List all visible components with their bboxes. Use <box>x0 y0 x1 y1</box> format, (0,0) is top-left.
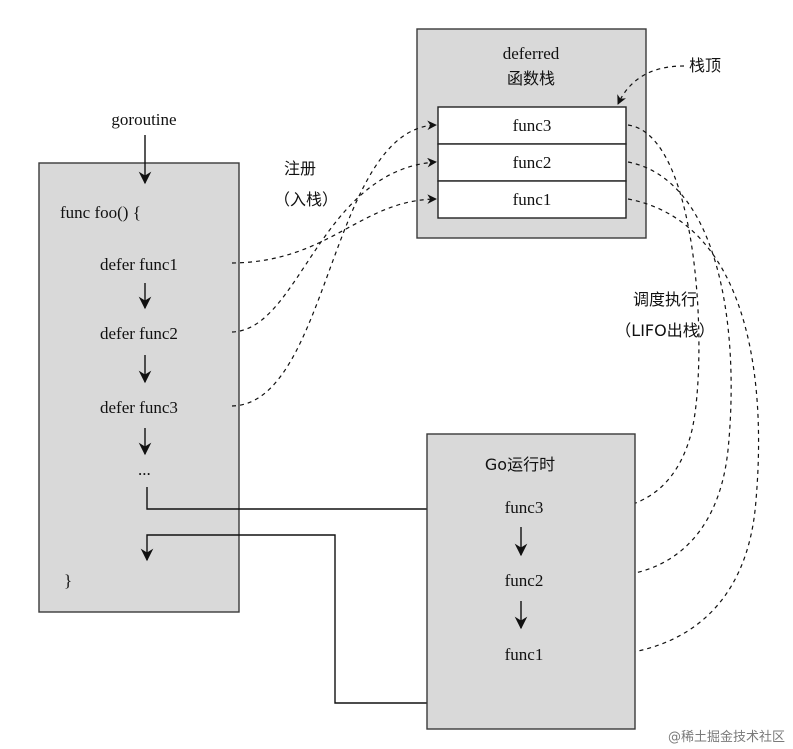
defer-statement-3: defer func3 <box>100 398 178 417</box>
stack-entry-func1 <box>437 180 627 219</box>
closing-brace: } <box>64 571 72 590</box>
stack-title-line1: deferred <box>503 44 560 63</box>
pop-arrow-func1 <box>609 198 760 660</box>
return-to-runtime-arrow <box>146 487 450 516</box>
pop-arrow-func3 <box>609 124 700 513</box>
stack-entry-label-func3: func3 <box>513 116 552 135</box>
watermark-text: @稀土掘金技术社区 <box>668 729 785 745</box>
defer-statement-1: defer func1 <box>100 255 178 274</box>
push-arrow-func3 <box>231 120 437 407</box>
defer-statement-2: defer func2 <box>100 324 178 343</box>
foo-signature: func foo() { <box>60 203 141 222</box>
ellipsis-text: ... <box>138 460 151 479</box>
runtime-call-func3: func3 <box>505 498 544 517</box>
stack-entry-label-func2: func2 <box>513 153 552 172</box>
stack-entry-func3 <box>437 106 627 145</box>
foo-function-box <box>38 162 240 613</box>
stack-entry-label-func1: func1 <box>513 190 552 209</box>
go-runtime-box <box>426 433 636 730</box>
push-arrow-func2 <box>231 157 437 333</box>
execute-label-line1: 调度执行 <box>633 290 697 309</box>
stack-title-line2: 函数栈 <box>507 69 555 88</box>
runtime-call-func1: func1 <box>505 645 544 664</box>
runtime-title: Go运行时 <box>485 455 555 474</box>
pop-arrow-func2 <box>609 161 732 581</box>
stack-top-label: 栈顶 <box>689 56 721 75</box>
register-label-line1: 注册 <box>284 159 316 178</box>
register-label-line2: （入栈） <box>274 190 338 209</box>
goroutine-label: goroutine <box>111 110 176 129</box>
runtime-call-func2: func2 <box>505 571 544 590</box>
stack-entry-func2 <box>437 143 627 182</box>
execute-label-line2: （LIFO出栈） <box>615 321 714 340</box>
push-arrow-func1 <box>231 194 437 264</box>
